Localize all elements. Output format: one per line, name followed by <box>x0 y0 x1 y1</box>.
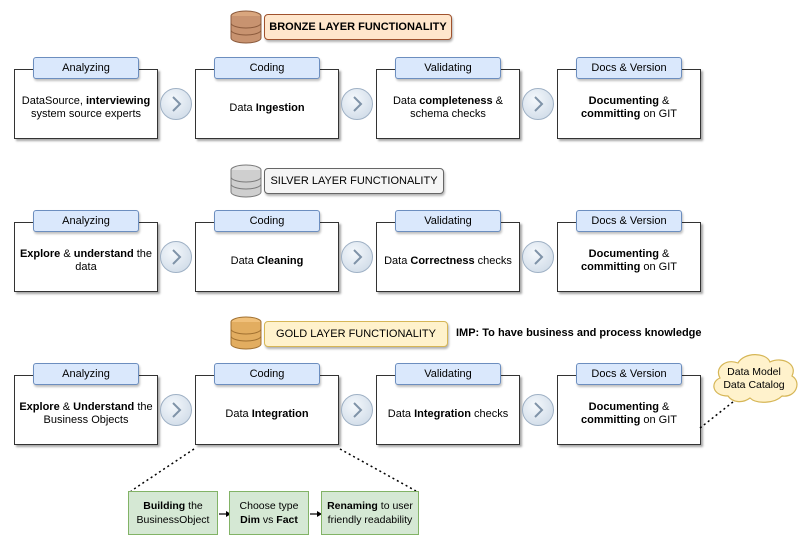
stage-box-coding: Data Integration <box>195 375 339 445</box>
chevron-right-icon <box>341 241 373 273</box>
database-icon <box>230 10 262 44</box>
stage-text: Data completeness & schema checks <box>392 95 504 120</box>
stage-text: Explore & Understand the Business Object… <box>19 401 153 426</box>
chevron-right-icon <box>522 88 554 120</box>
stage-text: DataSource, interviewing system source e… <box>21 95 151 120</box>
silver-layer-title: SILVER LAYER FUNCTIONALITY <box>264 168 444 194</box>
chevron-right-icon <box>341 88 373 120</box>
stage-tab-validating: Validating <box>395 363 501 385</box>
stage-text: Documenting & committing on GIT <box>581 95 677 120</box>
database-icon <box>230 316 262 350</box>
stage-text: Data Correctness checks <box>384 254 512 267</box>
stage-tab-docs-version: Docs & Version <box>576 210 682 232</box>
gold-step-choose-type: Choose type Dim vs Fact <box>229 491 309 535</box>
cloud-label: Data Model Data Catalog <box>712 366 796 392</box>
stage-tab-coding: Coding <box>214 363 320 385</box>
stage-tab-docs-version: Docs & Version <box>576 57 682 79</box>
stage-text: Explore & understand the data <box>19 248 153 273</box>
gold-layer-title: GOLD LAYER FUNCTIONALITY <box>264 321 448 347</box>
gold-step-renaming: Renaming to user friendly readability <box>321 491 419 535</box>
bronze-layer-title: BRONZE LAYER FUNCTIONALITY <box>264 14 452 40</box>
stage-tab-coding: Coding <box>214 57 320 79</box>
stage-tab-validating: Validating <box>395 210 501 232</box>
data-catalog-cloud <box>713 354 798 403</box>
chevron-right-icon <box>341 394 373 426</box>
gold-layer-note: IMP: To have business and process knowle… <box>456 327 702 339</box>
database-icon <box>230 164 262 198</box>
stage-box-analyzing: DataSource, interviewing system source e… <box>14 69 158 139</box>
stage-tab-docs-version: Docs & Version <box>576 363 682 385</box>
stage-tab-analyzing: Analyzing <box>33 57 139 79</box>
stage-text: Choose type Dim vs Fact <box>239 500 299 526</box>
stage-box-validating: Data completeness & schema checks <box>376 69 520 139</box>
stage-text: Data Integration checks <box>387 407 509 420</box>
stage-text: Building the BusinessObject <box>136 500 210 526</box>
cloud-line-1: Data Model <box>727 366 781 378</box>
stage-text: Renaming to user friendly readability <box>327 500 413 526</box>
stage-box-analyzing: Explore & understand the data <box>14 222 158 292</box>
stage-tab-coding: Coding <box>214 210 320 232</box>
gold-step-building: Building the BusinessObject <box>128 491 218 535</box>
stage-text: Data Ingestion <box>229 101 305 114</box>
stage-text: Data Integration <box>225 407 309 420</box>
stage-text: Documenting & committing on GIT <box>581 248 677 273</box>
stage-text: Documenting & committing on GIT <box>581 401 677 426</box>
stage-text: Data Cleaning <box>230 254 304 267</box>
stage-box-validating: Data Correctness checks <box>376 222 520 292</box>
chevron-right-icon <box>160 394 192 426</box>
chevron-right-icon <box>160 88 192 120</box>
cloud-line-2: Data Catalog <box>723 379 785 391</box>
stage-tab-validating: Validating <box>395 57 501 79</box>
stage-box-docs-version: Documenting & committing on GIT <box>557 69 701 139</box>
stage-tab-analyzing: Analyzing <box>33 210 139 232</box>
stage-box-analyzing: Explore & Understand the Business Object… <box>14 375 158 445</box>
stage-box-coding: Data Ingestion <box>195 69 339 139</box>
stage-box-coding: Data Cleaning <box>195 222 339 292</box>
chevron-right-icon <box>522 241 554 273</box>
stage-box-docs-version: Documenting & committing on GIT <box>557 222 701 292</box>
chevron-right-icon <box>522 394 554 426</box>
chevron-right-icon <box>160 241 192 273</box>
stage-tab-analyzing: Analyzing <box>33 363 139 385</box>
